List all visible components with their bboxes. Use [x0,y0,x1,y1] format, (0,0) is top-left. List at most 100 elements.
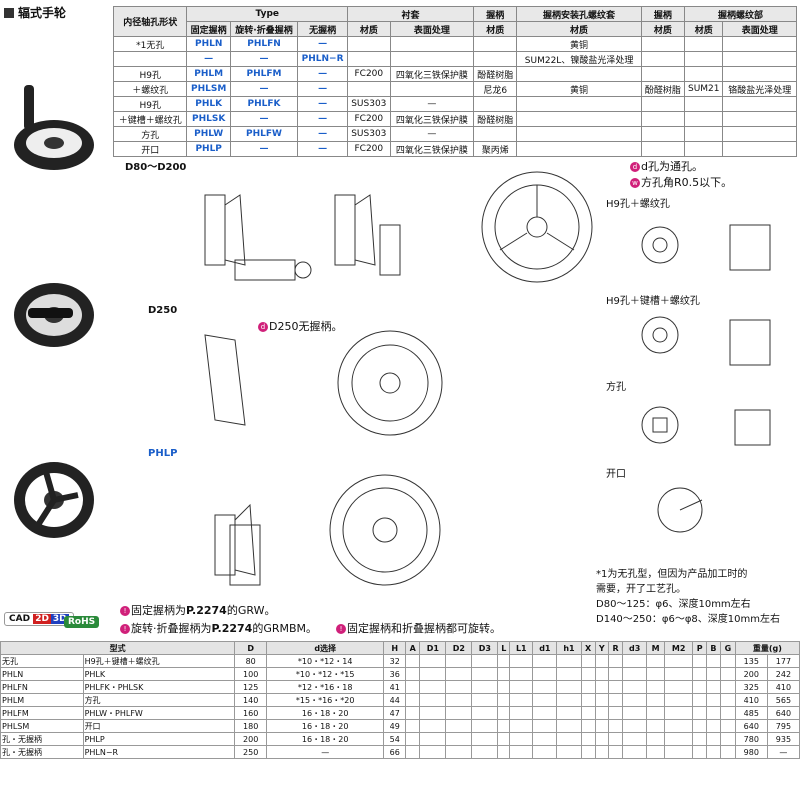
spec-cell [640,51,686,67]
spec-h-mat2: 材质 [473,21,518,37]
bt-cell [497,745,511,759]
spec-cell: — [229,81,299,97]
bt-type: PHLFM [0,706,84,720]
bt-cell [497,706,511,720]
bt-wt-phlf: 242 [766,667,800,681]
bt-cell [509,693,534,707]
bt-cell [405,719,421,733]
bt-h: 54 [383,732,407,746]
bt-type: PHLSM [0,719,84,733]
bt-type: PHLM [0,693,84,707]
bt-wt-phl: 485 [734,706,768,720]
bt-d: 180 [234,719,268,733]
bt-h-col: d1 [532,641,558,655]
bt-cell [471,745,499,759]
spec-cell: PHLW [186,126,231,142]
bt-cell [509,654,534,668]
bt-g [719,732,736,746]
bt-wt-phlf: — [766,745,800,759]
spec-cell [516,66,642,82]
spec-cell [722,51,797,67]
bt-cell [497,693,511,707]
bt-type2: 开口 [82,719,236,733]
spec-cell [473,96,518,112]
bt-cell [663,732,694,746]
bt-cell [471,719,499,733]
spec-cell: — [229,141,299,157]
bt-g [719,745,736,759]
bt-cell [692,719,707,733]
spec-cell [347,81,391,97]
bt-cell [607,719,624,733]
bt-cell [607,706,624,720]
bt-type2: PHLW・PHLFW [82,706,236,720]
bt-d: 160 [234,706,268,720]
bt-cell [471,706,499,720]
bt-cell [445,719,473,733]
spec-cell: H9孔 [112,66,188,82]
bt-h: 41 [383,680,407,694]
bt-g [719,680,736,694]
bt-cell [532,693,558,707]
spec-cell: — [297,111,349,127]
bt-cell [580,732,596,746]
spec-cell [722,36,797,52]
bt-wt-phl: 200 [734,667,768,681]
bt-h-g: G [719,641,736,655]
bt-cell [663,654,694,668]
bt-cell [532,667,558,681]
bt-type2: PHLFK・PHLSK [82,680,236,694]
bt-cell [509,745,534,759]
bt-h-d: D [234,641,268,655]
bt-cell [471,732,499,746]
bt-cell [622,693,648,707]
bt-h-col: H [383,641,407,655]
bt-cell [580,719,596,733]
spec-h-none: 无握柄 [297,21,349,37]
spec-cell: PHLM [186,66,231,82]
bt-cell [622,732,648,746]
bt-cell [419,719,447,733]
bt-cell [556,745,582,759]
bt-b [705,667,721,681]
bt-cell [607,680,624,694]
bt-h-col: D1 [419,641,447,655]
bt-cell [445,654,473,668]
spec-cell: PHLP [186,141,231,157]
spec-cell: — [389,96,475,112]
bt-h-col: D2 [445,641,473,655]
bt-type: 孔・无握柄 [0,732,84,746]
spec-cell [473,36,518,52]
spec-h-bush: 衬套 [347,6,475,22]
bt-cell [532,732,558,746]
fn-3: D80～125：φ6、深度10mm左右 [596,599,751,610]
bt-type2: PHLN−R [82,745,236,759]
spec-h-mat: 材质 [347,21,391,37]
spec-cell [389,51,475,67]
bt-dsel: — [266,745,385,759]
bt-cell [556,654,582,668]
bt-cell [580,680,596,694]
bt-cell [445,693,473,707]
spec-cell: 聚丙烯 [473,141,518,157]
spec-cell: PHLFW [229,126,299,142]
bt-cell [509,667,534,681]
spec-cell: 酚醛树脂 [473,111,518,127]
spec-h-surf: 表面处理 [389,21,475,37]
spec-h-mount: 握柄安装孔螺纹套 [516,6,642,22]
ref-2: !旋转·折叠握柄为P.2274的GRMBM。 [120,620,317,636]
bt-cell [532,719,558,733]
bt-cell [445,706,473,720]
bt-cell [580,693,596,707]
bt-dsel: *12・*16・18 [266,680,385,694]
label-h9k: H9孔＋键槽＋螺纹孔 [606,296,700,307]
bt-cell [445,680,473,694]
bt-h-col: P [692,641,707,655]
spec-cell: 黄铜 [516,81,642,97]
